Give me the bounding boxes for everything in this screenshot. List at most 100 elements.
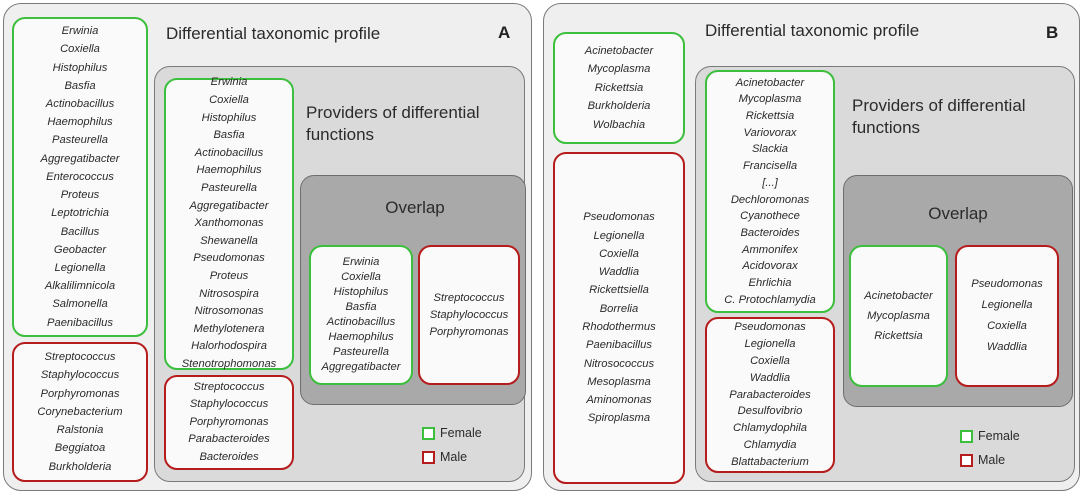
genus-item: Nitrosococcus	[583, 357, 655, 370]
panel-b-legend-male-label: Male	[978, 453, 1006, 467]
genus-item: Ammonifex	[742, 243, 798, 256]
genus-item: Halorhodospira	[191, 340, 267, 353]
genus-item: Pseudomonas	[734, 321, 806, 334]
genus-item: Acidovorax	[742, 260, 798, 273]
genus-item: Coxiella	[987, 320, 1027, 332]
panel-a-letter: A	[498, 23, 511, 42]
genus-item: Acinetobacter	[864, 290, 933, 302]
genus-item: Paenibacillus	[47, 316, 113, 329]
genus-item: Chlamydia	[743, 438, 797, 451]
genus-item: Dechloromonas	[730, 193, 810, 206]
genus-item: Staphylococcus	[429, 308, 509, 321]
genus-item: Staphylococcus	[189, 398, 269, 411]
genus-item: Aggregatibacter	[40, 152, 120, 165]
genus-item: Enterococcus	[46, 170, 114, 183]
genus-item: Aggregatibacter	[189, 199, 269, 212]
genus-item: Acinetobacter	[584, 44, 654, 57]
panel-a-overlap-title: Overlap	[385, 198, 445, 217]
genus-item: Shewanella	[200, 234, 258, 247]
genus-item: Beggiatoa	[54, 442, 106, 455]
genus-item: Parabacteroides	[729, 388, 811, 401]
genus-item: Legionella	[593, 229, 645, 242]
genus-item: Haemophilus	[196, 164, 262, 177]
genus-item: Waddlia	[986, 341, 1028, 353]
genus-item: Coxiella	[750, 355, 790, 367]
genus-item: Porphyromonas	[189, 415, 269, 428]
genus-item: Pasteurella	[333, 346, 389, 358]
genus-item: Mesoplasma	[587, 375, 651, 388]
genus-item: Legionella	[54, 261, 106, 274]
genus-item: Nitrosomonas	[194, 305, 264, 318]
genus-item: Streptococcus	[44, 351, 116, 364]
genus-item: Rickettsiella	[589, 284, 649, 297]
panel-b-legend-female-swatch	[960, 430, 973, 443]
panel-b-title: Differential taxonomic profile	[705, 21, 920, 40]
genus-item: Pasteurella	[52, 134, 108, 147]
genus-item: Proteus	[209, 269, 249, 282]
genus-item: Alkalilimnicola	[44, 280, 116, 293]
genus-item: Pasteurella	[201, 182, 257, 195]
genus-item: Burkholderia	[587, 100, 651, 113]
genus-item: Coxiella	[599, 247, 639, 260]
panel-b-overlap-title: Overlap	[928, 204, 988, 223]
genus-item: Acinetobacter	[735, 76, 805, 89]
genus-item: Cyanothece	[740, 210, 800, 223]
genus-item: Wolbachia	[592, 118, 646, 131]
genus-item: Basfia	[213, 129, 245, 142]
genus-item: Ralstonia	[56, 424, 104, 437]
genus-item: Proteus	[60, 189, 100, 202]
genus-item: Pseudomonas	[971, 278, 1043, 290]
genus-item: Bacteroides	[199, 450, 259, 463]
genus-item: Geobacter	[53, 243, 107, 256]
genus-item: Pseudomonas	[583, 211, 655, 224]
genus-item: Rhodothermus	[582, 321, 656, 333]
genus-item: Desulfovibrio	[737, 405, 803, 418]
panel-a-legend-female-label: Female	[440, 426, 482, 440]
genus-item: Actinobacillus	[194, 146, 264, 159]
genus-item: Legionella	[744, 338, 796, 351]
genus-item: Burkholderia	[48, 460, 112, 473]
panel-b-providers-title: Providers of differential functions	[852, 96, 1026, 137]
genus-item: Haemophilus	[47, 116, 113, 129]
genus-item: Francisella	[742, 160, 798, 173]
genus-item: Spiroplasma	[587, 412, 651, 425]
genus-item: Haemophilus	[328, 331, 394, 343]
panel-b-legend-male-swatch	[960, 454, 973, 467]
genus-item: Erwinia	[61, 25, 99, 38]
genus-item: [...]	[762, 176, 778, 189]
genus-item: Stenotrophomonas	[181, 357, 277, 370]
genus-item: Mycoplasma	[738, 93, 802, 106]
genus-item: Rickettsia	[874, 330, 923, 342]
genus-item: Streptococcus	[433, 291, 505, 304]
genus-item: Basfia	[345, 301, 377, 313]
panel-b-letter: B	[1046, 23, 1059, 42]
genus-item: Bacteroides	[740, 226, 800, 239]
genus-item: Mycoplasma	[867, 310, 930, 322]
genus-item: Porphyromonas	[40, 387, 120, 400]
genus-item: Staphylococcus	[40, 369, 120, 382]
genus-item: Chlamydophila	[732, 422, 807, 435]
genus-item: Ehrlichia	[748, 277, 792, 290]
panel-b-legend-female-label: Female	[978, 429, 1020, 443]
genus-item: Histophilus	[333, 286, 389, 298]
genus-item: Aminomonas	[586, 394, 652, 407]
genus-item: Aggregatibacter	[321, 361, 401, 373]
panel-a-providers-title: Providers of differential functions	[306, 103, 480, 144]
genus-item: Mycoplasma	[587, 63, 651, 76]
genus-item: Erwinia	[210, 76, 248, 89]
genus-item: Rickettsia	[594, 81, 644, 94]
panel-a-legend-male-label: Male	[440, 450, 468, 464]
genus-item: Parabacteroides	[188, 433, 270, 446]
genus-item: Actinobacillus	[45, 98, 115, 111]
genus-item: Nitrosospira	[199, 287, 259, 300]
genus-item: Legionella	[981, 299, 1033, 311]
